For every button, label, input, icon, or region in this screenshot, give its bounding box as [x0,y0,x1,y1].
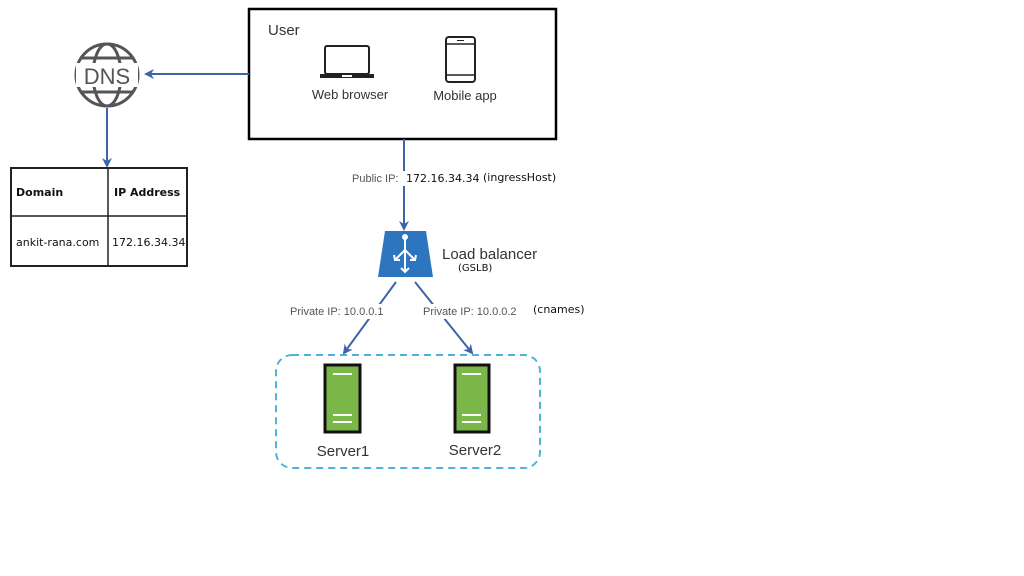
table-cell-ip: 172.16.34.34 [112,236,185,249]
load-balancer-label: Load balancer [442,246,537,263]
table-header-ip: IP Address [114,186,181,199]
public-ip-prefix: Public IP: [352,173,398,185]
table-cell-domain: ankit-rana.com [16,236,99,249]
server1-label: Server1 [317,443,370,460]
table-header-domain: Domain [16,186,63,199]
private-ip-1-label: Private IP: 10.0.0.1 [290,306,384,318]
phone-icon [445,36,476,83]
laptop-icon [320,45,374,78]
cnames-note: (cnames) [533,303,585,316]
mobile-app-label: Mobile app [433,88,497,103]
globe-icon [74,42,140,108]
private-ip-2-label: Private IP: 10.0.0.2 [423,306,517,318]
dns-table: Domain IP Address ankit-rana.com 172.16.… [10,167,188,267]
server1-icon [323,363,362,434]
ingress-host-note: (ingressHost) [483,171,556,184]
server2-label: Server2 [449,442,502,459]
user-title: User [268,22,300,39]
dns-label: DNS [84,64,130,89]
server2-icon [453,363,491,434]
server-group [275,354,541,469]
load-balancer-icon [378,231,433,277]
user-box: User Web browser Mobile app [247,7,558,141]
gslb-label: (GSLB) [458,263,492,274]
public-ip-value: 172.16.34.34 [406,172,479,185]
web-browser-label: Web browser [312,87,389,102]
